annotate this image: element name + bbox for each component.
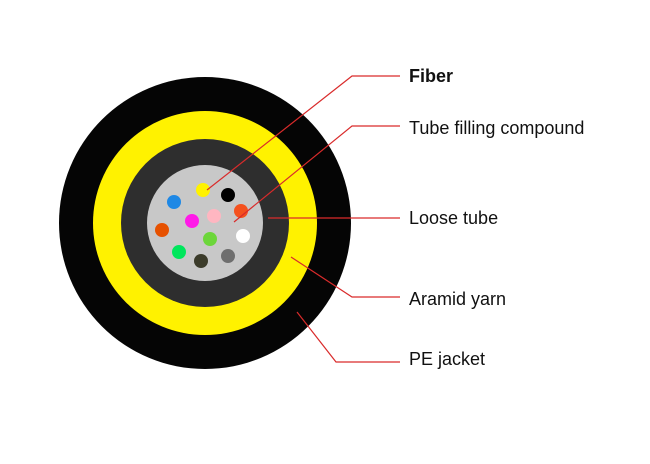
fiber-dot xyxy=(221,188,235,202)
fiber-dot xyxy=(221,249,235,263)
fiber-dot xyxy=(196,183,210,197)
leader-line-tube-filling xyxy=(233,125,400,223)
fiber-dot xyxy=(203,232,217,246)
fiber-dot xyxy=(194,254,208,268)
fiber-dot xyxy=(236,229,250,243)
fiber-group xyxy=(155,183,250,268)
leader-line-fiber xyxy=(206,75,400,191)
leader-line-aramid xyxy=(290,256,400,298)
label-aramid-yarn: Aramid yarn xyxy=(409,289,507,309)
fiber-dot xyxy=(207,209,221,223)
label-loose-tube: Loose tube xyxy=(409,208,499,228)
leader-lines xyxy=(206,75,400,363)
fiber-dot xyxy=(185,214,199,228)
fiber-dot xyxy=(167,195,181,209)
fiber-dot xyxy=(172,245,186,259)
label-pe-jacket: PE jacket xyxy=(409,349,486,369)
fiber-dot xyxy=(234,204,248,218)
label-tube-filling-compound: Tube filling compound xyxy=(409,118,585,138)
label-fiber: Fiber xyxy=(409,66,454,86)
fiber-dot xyxy=(155,223,169,237)
leader-line-pe-jacket xyxy=(296,311,400,363)
